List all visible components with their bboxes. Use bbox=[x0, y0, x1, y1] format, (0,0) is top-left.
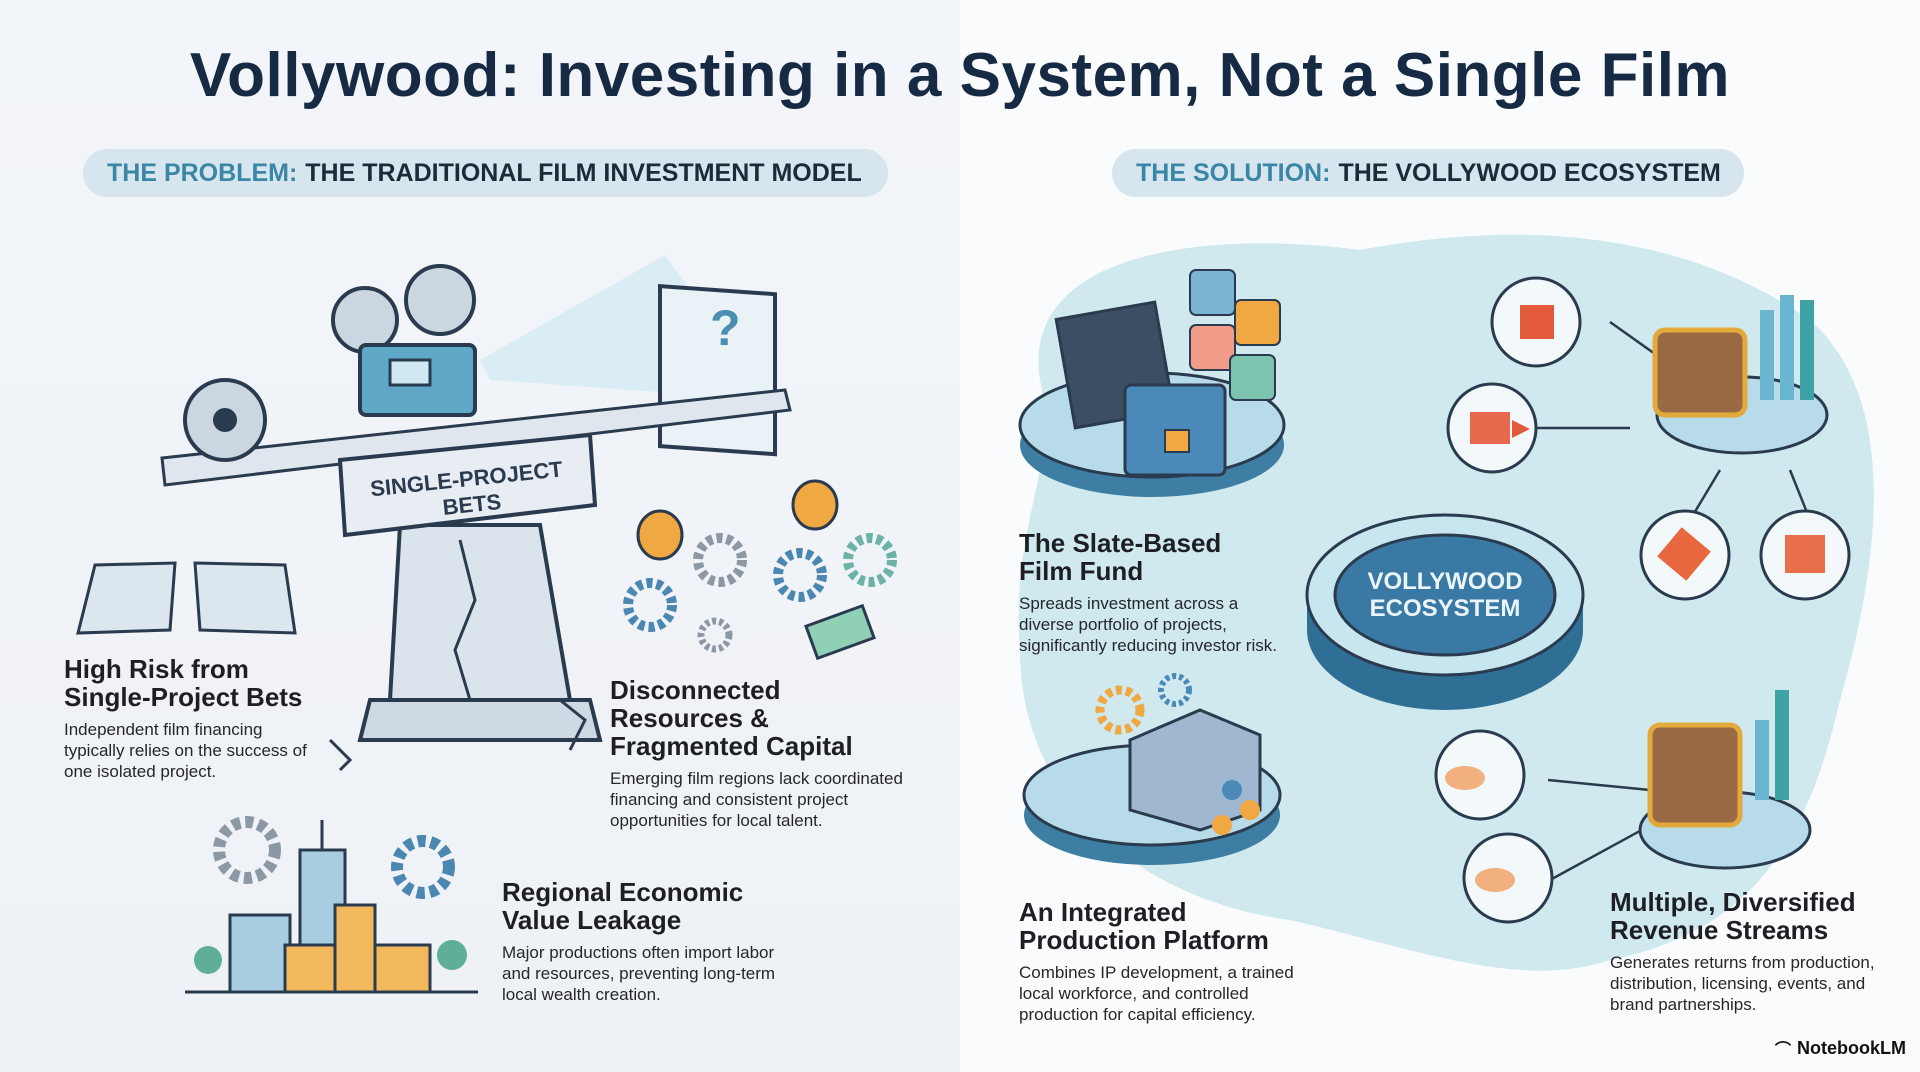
cracked-pillar-icon bbox=[328, 432, 603, 772]
film-reel-icon bbox=[183, 264, 477, 462]
notebooklm-logo-icon: ⌒ bbox=[1775, 1042, 1792, 1059]
item-heading: Multiple, Diversified Revenue Streams bbox=[1610, 887, 1856, 945]
problem-header: THE PROBLEM: THE TRADITIONAL FILM INVEST… bbox=[83, 149, 888, 197]
production-platform bbox=[1022, 673, 1282, 865]
item-body: Combines IP development, a trained local… bbox=[1019, 963, 1294, 1024]
item-heading: High Risk from Single-Project Bets bbox=[64, 654, 303, 712]
solution-label: THE SOLUTION: bbox=[1136, 158, 1331, 187]
brand-watermark: ⌒ NotebookLM bbox=[1775, 1036, 1906, 1060]
svg-text:?: ? bbox=[710, 300, 741, 356]
seesaw-illustration: ? SINGLE-PROJECTBETS bbox=[76, 255, 897, 994]
ecosystem-hub bbox=[1305, 513, 1585, 710]
ecosystem-illustration bbox=[1018, 234, 1874, 971]
page-title: Vollywood: Investing in a System, Not a … bbox=[189, 41, 1731, 110]
city-buildings-icon bbox=[185, 816, 478, 994]
solution-item-slate-fund: The Slate-Based Film Fund Spreads invest… bbox=[1019, 529, 1279, 656]
problem-item-high-risk: High Risk from Single-Project Bets Indep… bbox=[64, 655, 324, 782]
brand-name: NotebookLM bbox=[1797, 1037, 1906, 1058]
item-heading: The Slate-Based Film Fund bbox=[1019, 528, 1222, 586]
item-body: Generates returns from production, distr… bbox=[1610, 953, 1875, 1014]
item-body: Emerging film regions lack coordinated f… bbox=[610, 769, 903, 830]
item-heading: An Integrated Production Platform bbox=[1019, 897, 1269, 955]
solution-header: THE SOLUTION: THE VOLLYWOOD ECOSYSTEM bbox=[1112, 149, 1744, 197]
item-heading: Regional Economic Value Leakage bbox=[502, 877, 744, 935]
problem-label: THE PROBLEM: bbox=[107, 158, 298, 187]
ecosystem-hub-label: VOLLYWOOD ECOSYSTEM bbox=[1367, 568, 1523, 622]
solution-item-revenue-streams: Multiple, Diversified Revenue Streams Ge… bbox=[1610, 888, 1900, 1015]
item-body: Major productions often import labor and… bbox=[502, 943, 776, 1004]
broken-tile-icon bbox=[76, 561, 297, 635]
problem-subtitle: THE TRADITIONAL FILM INVESTMENT MODEL bbox=[305, 158, 862, 187]
gears-money-icon bbox=[623, 479, 897, 661]
item-body: Independent film financing typically rel… bbox=[64, 720, 307, 781]
item-heading: Disconnected Resources & Fragmented Capi… bbox=[610, 675, 853, 761]
treasure-chest-icon bbox=[1638, 295, 1829, 870]
problem-item-disconnected: Disconnected Resources & Fragmented Capi… bbox=[610, 676, 920, 831]
solution-item-production-platform: An Integrated Production Platform Combin… bbox=[1019, 898, 1329, 1025]
problem-item-leakage: Regional Economic Value Leakage Major pr… bbox=[502, 878, 782, 1005]
slate-fund-platform bbox=[1018, 269, 1286, 497]
solution-subtitle: THE VOLLYWOOD ECOSYSTEM bbox=[1338, 158, 1721, 187]
item-body: Spreads investment across a diverse port… bbox=[1019, 594, 1277, 655]
